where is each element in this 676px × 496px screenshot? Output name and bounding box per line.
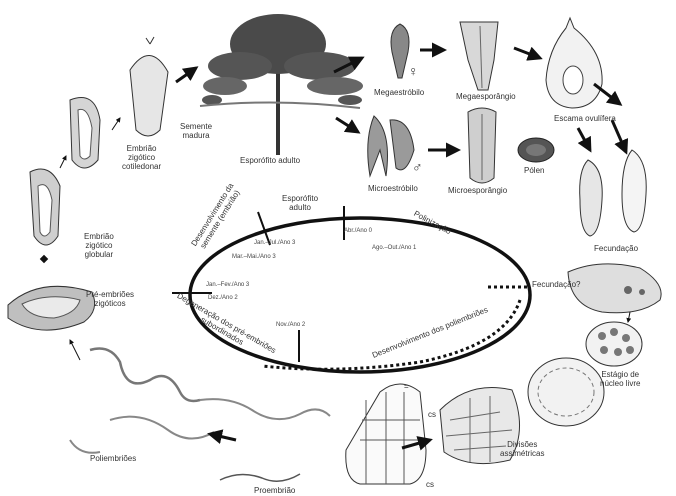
label-estagio-nucleo-livre: Estágio de núcleo livre <box>600 370 640 388</box>
cycle-esporofito-adulto: Esporófito adulto <box>282 194 318 212</box>
globular-embryo <box>30 169 60 245</box>
junction-marker <box>40 255 48 263</box>
archegonium-cell <box>568 264 661 313</box>
label-microsporangio: Microesporângio <box>448 186 507 195</box>
fertilization-ovules <box>580 150 647 236</box>
proembryo-drawing <box>346 384 426 484</box>
cycle-ellipse <box>190 218 530 372</box>
pollen-grain <box>518 138 554 162</box>
label-divisoes-assimetricas: Divisões assimétricas <box>500 440 544 458</box>
label-megasporangio: Megaesporângio <box>456 92 516 101</box>
cycle-ago-out-ano1: Ago.–Out./Ano 1 <box>372 245 416 252</box>
label-poliembrioes: Poliembriões <box>90 454 136 463</box>
cycle-fecundacao-q: Fecundação? <box>532 280 580 289</box>
free-nuclear-stage <box>586 322 642 366</box>
mature-seed <box>130 37 168 136</box>
zygotic-pre-embryos <box>8 286 95 330</box>
cycle-dez-ano2: Dez./Ano 2 <box>208 295 238 302</box>
label-proembriao: Proembrião <box>254 486 295 495</box>
label-eq: = <box>404 382 409 391</box>
adult-sporophyte-tree <box>200 14 363 155</box>
cycle-jan-fev-ano3: Jan.–Fev./Ano 3 <box>206 282 249 289</box>
label-pre-embrioes-zigoticos: Pré-embriões zigóticos <box>86 290 134 308</box>
label-semente-madura: Semente madura <box>180 122 212 140</box>
cycle-jan-jul-ano3: Jan.–Jul./Ano 3 <box>254 240 295 247</box>
cycle-nov-ano2: Nov./Ano 2 <box>276 322 305 329</box>
label-fecundacao: Fecundação <box>594 244 638 253</box>
megastrobilus <box>391 24 409 78</box>
label-microestrobilo: Microestróbilo <box>368 184 418 193</box>
megasporangium <box>460 22 498 90</box>
label-escama-ovulifera: Escama ovulífera <box>554 114 616 123</box>
label-embriao-cotiledonar: Embrião zigótico cotiledonar <box>122 144 161 171</box>
label-cs-top: cs <box>428 410 436 419</box>
microsporangium <box>468 108 496 183</box>
ovuliferous-scale <box>546 18 602 108</box>
label-cs-bottom: cs <box>426 480 434 489</box>
cycle-abr-ano0: Abr./Ano 0 <box>344 228 372 235</box>
label-female-symbol: ♀ <box>408 64 419 78</box>
asymmetric-division-stage <box>528 358 604 426</box>
label-male-symbol: ♂ <box>412 160 423 174</box>
label-embriao-globular: Embrião zigótico globular <box>84 232 114 259</box>
label-megaestrobilo: Megaestróbilo <box>374 88 424 97</box>
label-polen: Pólen <box>524 166 544 175</box>
cycle-mar-mai-ano3: Mar.–Mai./Ano 3 <box>232 254 276 261</box>
microstrobilus <box>368 116 414 176</box>
label-esporofito-adulto: Esporófito adulto <box>240 156 300 165</box>
cotyledonary-embryo <box>70 98 100 169</box>
suspensor-strands <box>220 474 300 481</box>
